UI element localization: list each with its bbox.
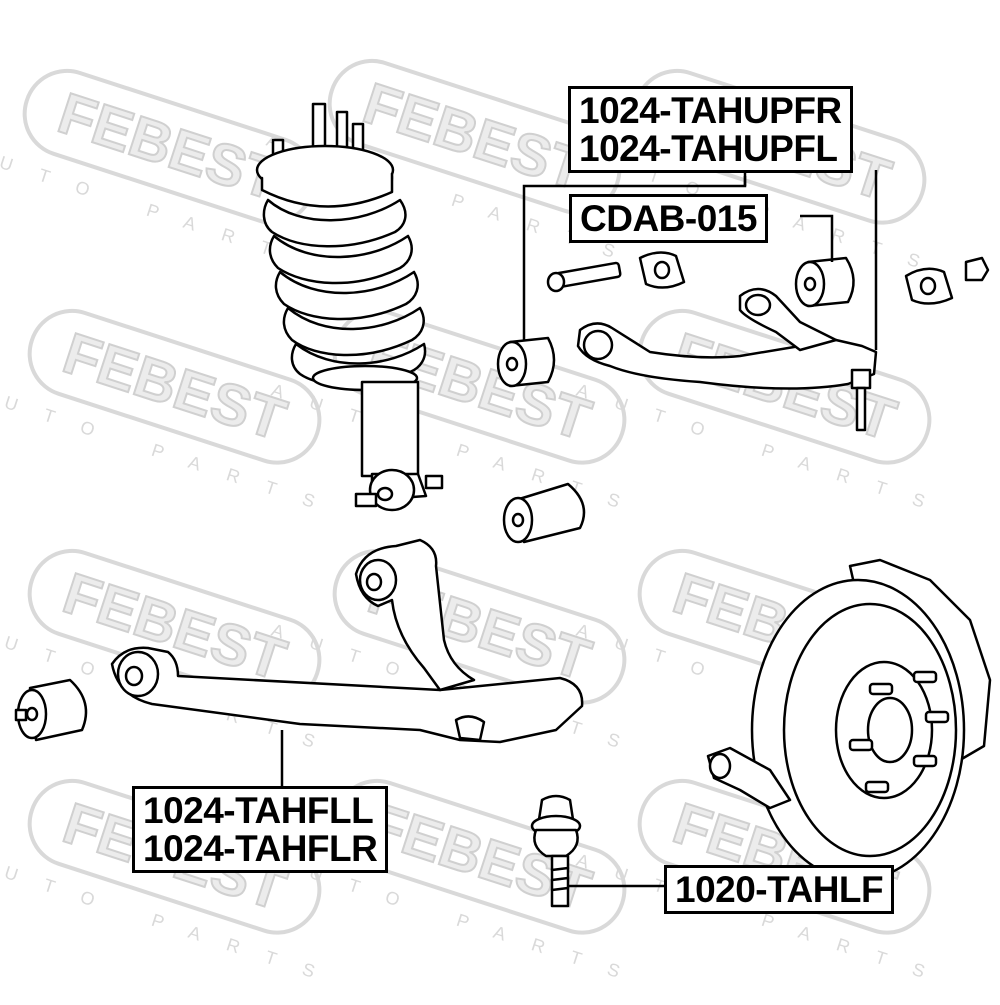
hub-center (866, 696, 914, 764)
lower-control-arm (110, 538, 584, 744)
coil-turn (274, 270, 419, 321)
leader-lines (280, 170, 878, 888)
upper-bushing-right (794, 256, 855, 308)
label-ball-joint: 1020-TAHLF (664, 865, 895, 914)
strut-stud (311, 102, 327, 150)
part-number-lower-arm-right: 1024-TAHFLR (143, 828, 378, 869)
wheel-stud (848, 738, 874, 752)
strut-bolt (354, 492, 378, 508)
coil-turn (268, 234, 413, 285)
wheel-stud (868, 682, 894, 696)
wheel-stud (912, 754, 938, 768)
steering-arm-eye (708, 752, 732, 780)
wheel-stud (924, 710, 950, 724)
strut-lower-hole (376, 486, 394, 502)
leader-cdab-right (800, 214, 834, 262)
strut-stud (335, 110, 349, 152)
parts-drawing (14, 102, 992, 908)
part-number-ball-joint: 1020-TAHLF (675, 869, 884, 910)
part-number-bushing: CDAB-015 (580, 198, 757, 239)
part-number-lower-arm-left: 1024-TAHFLL (143, 790, 374, 831)
wheel-stud (912, 670, 938, 684)
strut-bolt (424, 474, 444, 490)
ball-joint-body (850, 368, 872, 390)
strut-assembly (255, 102, 444, 512)
label-lower-arm: 1024-TAHFLL 1024-TAHFLR (132, 786, 389, 873)
lower-ball-joint (530, 794, 582, 908)
coil-turn (282, 306, 425, 357)
strut-mount-base (260, 172, 394, 208)
cam-washer-hole (653, 260, 671, 280)
upper-control-arm (576, 287, 878, 432)
part-number-upper-arm-right: 1024-TAHUPFR (579, 90, 842, 131)
ball-joint-stud (855, 386, 867, 432)
bolt-head (546, 271, 566, 293)
label-bushing: CDAB-015 (569, 194, 768, 243)
strut-body (360, 380, 420, 478)
washer-nut-right (904, 256, 990, 305)
part-number-upper-arm-left: 1024-TAHUPFL (579, 128, 838, 169)
coil-turn (262, 198, 407, 248)
lower-bushing-left (14, 678, 88, 742)
wheel-stud (864, 780, 890, 794)
upper-arm-small-parts (546, 251, 686, 293)
lower-bushing-mid (502, 482, 586, 544)
label-upper-arm: 1024-TAHUPFR 1024-TAHUPFL (568, 86, 853, 173)
knuckle-rotor-hub (706, 558, 992, 882)
upper-bushing-left (496, 336, 556, 388)
